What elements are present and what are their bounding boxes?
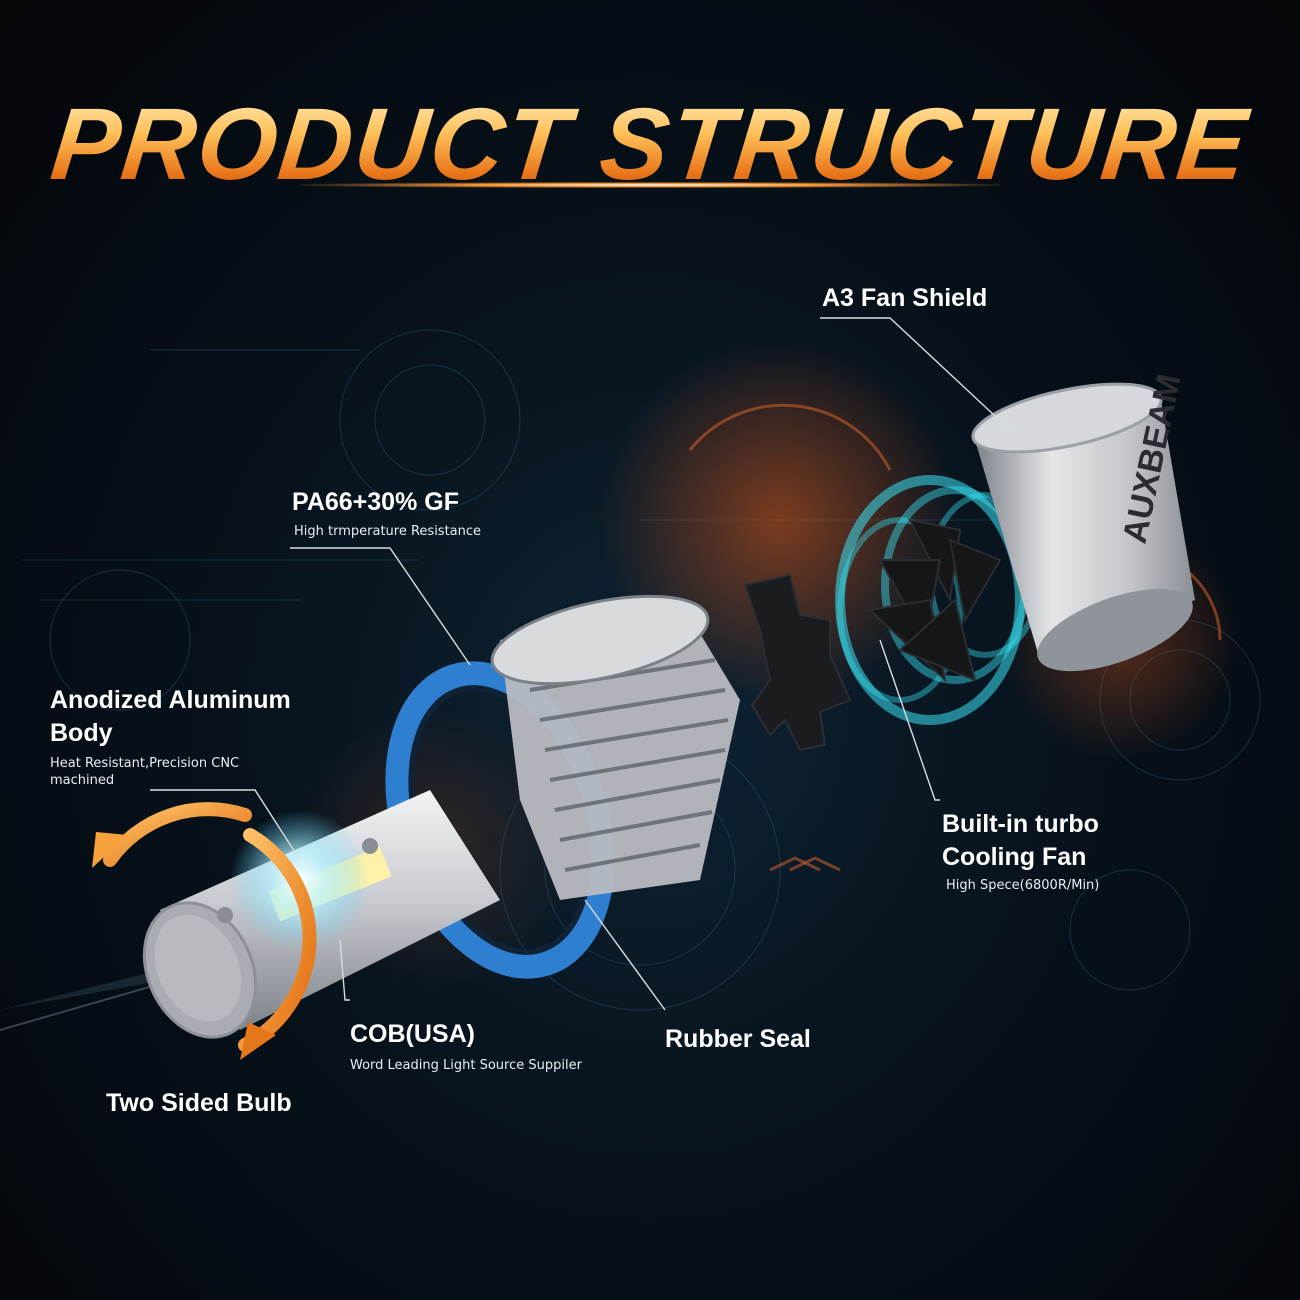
aluminum-subtitle-line1: Heat Resistant,Precision CNC (50, 756, 240, 771)
callout-leader-lines (150, 317, 1011, 1011)
aluminum-title-line2: Body (50, 719, 113, 747)
aluminum-subtitle-line2: machined (50, 773, 115, 788)
turbo-fan-subtitle: High Spece(6800R/Min) (946, 878, 1100, 893)
fan-connector (743, 573, 852, 752)
aluminum-title-line1: Anodized Aluminum (50, 686, 291, 714)
title-underline-glow (300, 182, 1000, 188)
turbo-fan-title-line1: Built-in turbo (942, 810, 1099, 838)
cob-subtitle: Word Leading Light Source Suppiler (350, 1058, 582, 1073)
two-sided-bulb-title: Two Sided Bulb (106, 1089, 292, 1117)
fan-blade-icon (867, 518, 1002, 683)
cob-title: COB(USA) (350, 1020, 475, 1048)
turbo-fan-title-line2: Cooling Fan (942, 843, 1087, 871)
pa66-subtitle: High trmperature Resistance (294, 524, 482, 539)
heat-sink (490, 594, 740, 900)
rubber-seal-title: Rubber Seal (665, 1025, 811, 1053)
rotate-arrow-icon (92, 802, 317, 1060)
fan-shield-title: A3 Fan Shield (822, 284, 988, 312)
pa66-title: PA66+30% GF (292, 488, 459, 516)
